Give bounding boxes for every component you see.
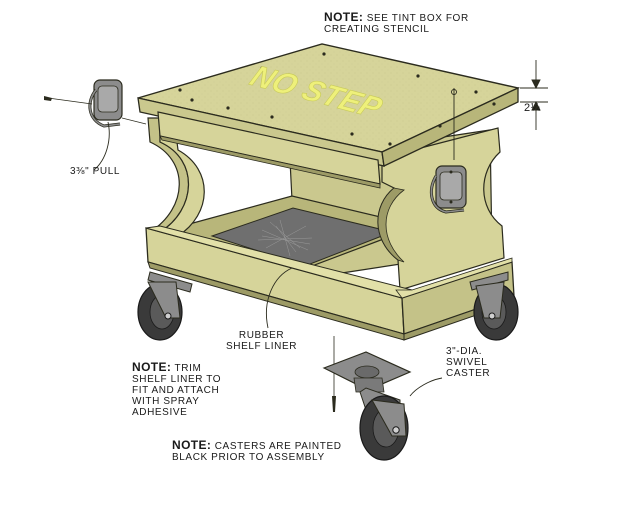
pull-leader — [93, 121, 110, 171]
caster-label-line-1: 3"-DIA. — [446, 346, 483, 357]
front-apron — [157, 111, 381, 189]
front-bottom-rail — [145, 225, 414, 341]
rubber-liner-label: RUBBER SHELF LINER — [226, 330, 297, 352]
note-stencil-line-1: SEE TINT BOX FOR — [366, 13, 469, 24]
caster-left — [137, 271, 193, 341]
caster-label: 3"-DIA. SWIVEL CASTER — [446, 346, 490, 379]
leader-lines — [93, 88, 455, 397]
note-trim-line-5: ADHESIVE — [132, 407, 188, 418]
note-trim-keyword: NOTE: — [132, 360, 172, 374]
rubber-label-line-2: SHELF LINER — [226, 341, 298, 352]
dimension-label: 2¼ — [524, 102, 541, 114]
caster-label-line-3: CASTER — [446, 368, 491, 379]
note-casters-line-1: CASTERS ARE PAINTED — [214, 441, 342, 452]
note-keyword: NOTE: — [324, 10, 364, 24]
dimension-marker — [520, 60, 548, 130]
lid-screw-holes — [178, 52, 496, 146]
caster-label-line-2: SWIVEL — [446, 357, 488, 368]
spray-texture — [257, 219, 313, 257]
note-stencil-line-2: CREATING STENCIL — [324, 24, 430, 35]
note-trim-line-1: TRIM — [174, 363, 202, 374]
left-pull-handle-exploded — [44, 79, 147, 128]
caster-right — [469, 271, 519, 341]
pull-label: 3⅜" PULL — [70, 166, 121, 177]
right-pull-handle — [429, 165, 467, 214]
caster-screw-icon — [332, 396, 336, 412]
note-trim-line-4: WITH SPRAY — [132, 396, 200, 407]
note-trim: NOTE: TRIM SHELF LINER TO FIT AND ATTACH… — [132, 360, 222, 418]
caster-leader — [409, 377, 443, 397]
rubber-label-line-1: RUBBER — [238, 330, 285, 341]
note-trim-line-3: FIT AND ATTACH — [132, 385, 220, 396]
note-stencil: NOTE: SEE TINT BOX FOR CREATING STENCIL — [324, 10, 469, 35]
note-casters-keyword: NOTE: — [172, 438, 212, 452]
note-casters-line-2: BLACK PRIOR TO ASSEMBLY — [172, 452, 325, 463]
screw-icon — [44, 96, 52, 101]
note-trim-line-2: SHELF LINER TO — [132, 374, 222, 385]
swivel-caster-exploded — [322, 336, 412, 461]
liner-leader — [266, 267, 293, 329]
note-casters: NOTE: CASTERS ARE PAINTED BLACK PRIOR TO… — [172, 438, 342, 463]
